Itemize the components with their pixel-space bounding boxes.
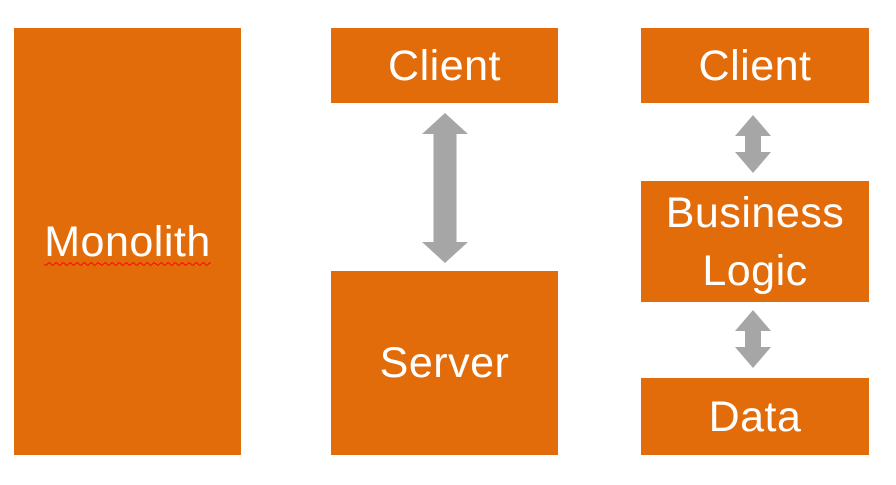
double-arrow-icon [735,115,771,173]
double-arrow-icon [735,310,771,368]
three-tier-data-label: Data [708,392,802,441]
double-arrow-icon [422,113,468,263]
client-server-client-box: Client [331,28,558,103]
client-server-server-label: Server [379,339,510,387]
monolith-label: Monolith [44,217,211,266]
three-tier-client-box: Client [641,28,869,103]
three-tier-business-logic-label: Business Logic [665,188,845,295]
client-server-client-label: Client [388,41,501,90]
monolith-box: Monolith [14,28,241,455]
three-tier-client-label: Client [698,41,812,90]
client-server-server-box: Server [331,271,558,455]
three-tier-business-logic-box: Business Logic [641,181,869,302]
three-tier-data-box: Data [641,378,869,455]
